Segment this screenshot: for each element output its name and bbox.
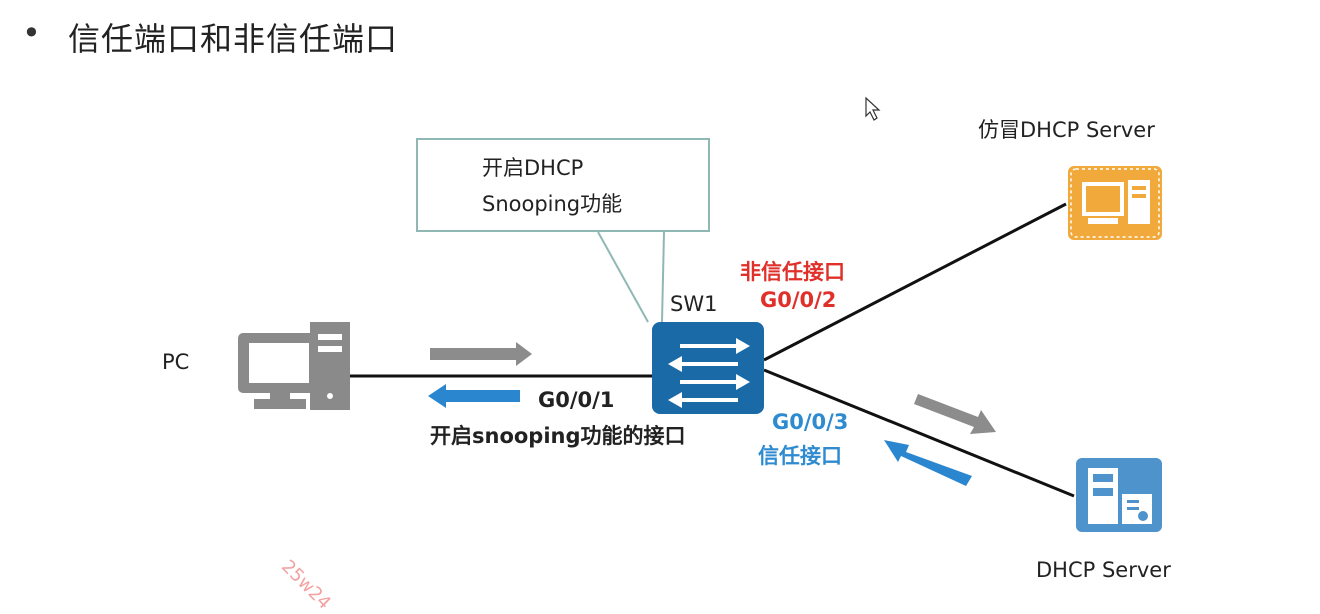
callout-pointer-left [597, 231, 649, 323]
pc-port-id: G0/0/1 [538, 388, 615, 412]
untrusted-port-title: 非信任接口 [740, 260, 845, 284]
pc-port-description: 开启snooping功能的接口 [430, 424, 686, 448]
bullet: • [22, 14, 41, 52]
network-diagram [238, 96, 1162, 532]
pc-icon [238, 322, 350, 410]
trusted-port-id: G0/0/3 [772, 410, 849, 434]
callout-line-2: Snooping功能 [482, 192, 623, 216]
switch-label: SW1 [670, 292, 718, 316]
untrusted-port-id: G0/0/2 [760, 288, 837, 312]
callout-text: 开启DHCP Snooping功能 [482, 150, 622, 222]
callout-box [416, 138, 710, 232]
rogue-server-icon [1068, 166, 1162, 240]
pc-label: PC [162, 350, 190, 374]
callout-line-1: 开启DHCP [482, 156, 584, 180]
callout-pointer-right [661, 231, 665, 323]
dhcp-server-icon [1076, 458, 1162, 532]
mouse-cursor-icon [865, 96, 881, 121]
slide-title: 信任端口和非信任端口 [68, 20, 399, 58]
link-sw1-dhcp-server [763, 368, 1075, 498]
arrow-blue-left-pc [428, 384, 520, 408]
switch-icon [652, 322, 764, 414]
rogue-server-label: 仿冒DHCP Server [978, 118, 1155, 142]
arrow-gray-right-pc [430, 342, 532, 366]
trusted-port-title: 信任接口 [758, 444, 842, 468]
arrow-gray-down-right-server [914, 394, 996, 434]
dhcp-server-label: DHCP Server [1036, 558, 1171, 582]
arrow-blue-up-left-server [884, 440, 972, 486]
link-sw1-rogue-server [763, 202, 1067, 362]
